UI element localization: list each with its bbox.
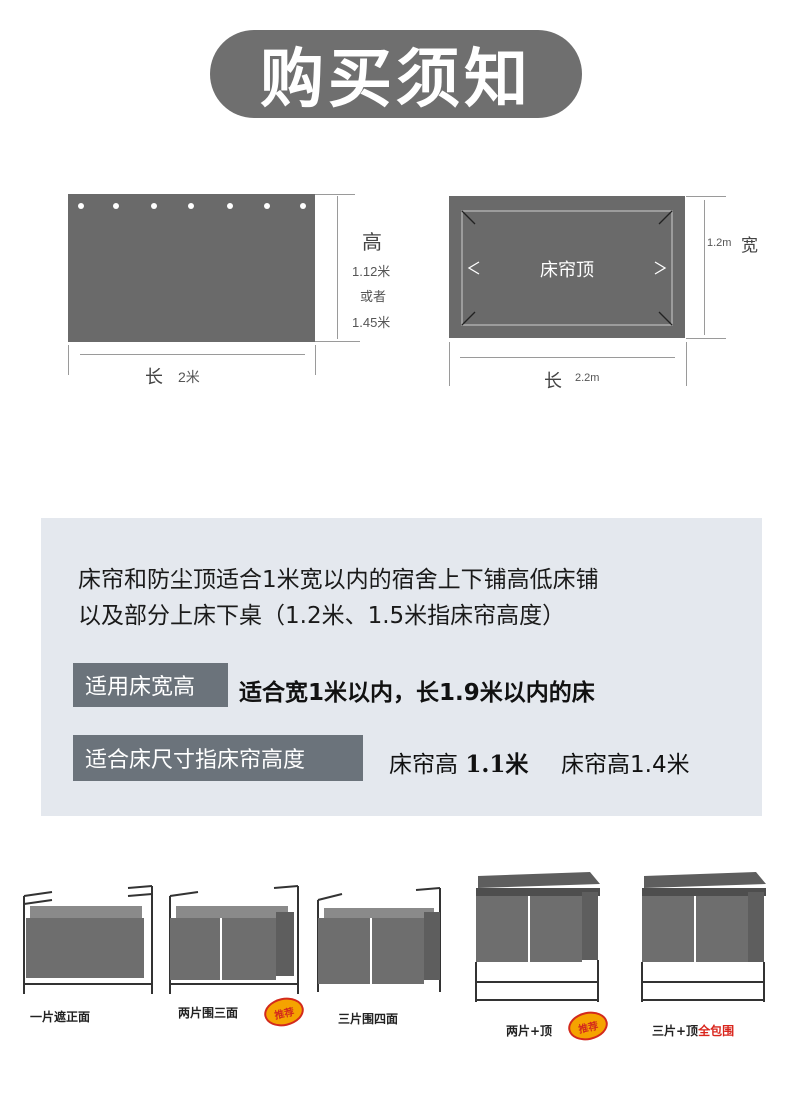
- grommet-icon: [113, 203, 119, 209]
- curtain-height-a: 床帘高 1.1米: [389, 745, 528, 779]
- curtain-height-a-num: 1.1米: [465, 751, 529, 778]
- recommend-badge-icon: 推荐: [565, 1008, 611, 1044]
- grommet-icon: [151, 203, 157, 209]
- dimension-line: [704, 200, 705, 335]
- tag-curtain-height: 适合床尺寸指床帘高度: [73, 735, 363, 781]
- dimension-line: [68, 345, 69, 375]
- width-label: 宽: [741, 236, 758, 256]
- canopy-markings: [461, 210, 673, 326]
- info-line-1: 床帘和防尘顶适合1米宽以内的宿舍上下铺高低床铺: [78, 567, 599, 593]
- dimension-line: [449, 342, 450, 386]
- canopy-label: 床帘顶: [540, 260, 594, 281]
- curtain-height-b: 床帘高1.4米: [561, 752, 690, 778]
- dimension-line: [686, 338, 726, 339]
- tag-bed-size: 适用床宽高: [73, 663, 228, 707]
- bed-one-panel-illustration: [23, 885, 153, 994]
- bed-label-3: 三片围四面: [338, 1012, 399, 1026]
- bed-label-1: 一片遮正面: [30, 1010, 91, 1024]
- recommend-badge-icon: 推荐: [261, 994, 307, 1030]
- height-label: 高: [362, 230, 382, 254]
- dimension-line: [315, 345, 316, 375]
- bed-label-2: 两片围三面: [178, 1006, 239, 1020]
- curtain-height-a-prefix: 床帘高: [389, 752, 466, 778]
- info-line-2: 以及部分上床下桌（1.2米、1.5米指床帘高度）: [78, 603, 566, 629]
- bed-two-panel-top-illustration: [475, 872, 600, 1002]
- bed-label-5-highlight: 全包围: [698, 1024, 735, 1038]
- grommet-icon: [300, 203, 306, 209]
- dimension-line: [80, 354, 305, 355]
- grommet-icon: [78, 203, 84, 209]
- title-pill: 购买须知: [210, 30, 582, 118]
- dimension-line: [460, 357, 675, 358]
- height-or: 或者: [360, 289, 387, 304]
- curtain-panel-diagram: [68, 194, 315, 342]
- dimension-line: [337, 196, 338, 339]
- grommet-icon: [264, 203, 270, 209]
- tag-bed-size-value: 适合宽1米以内，长1.9米以内的床: [239, 680, 595, 706]
- bed-label-4: 两片+顶: [506, 1024, 553, 1038]
- dimension-line: [315, 194, 355, 195]
- length-label: 长: [544, 371, 562, 392]
- bed-three-panel-top-illustration: [641, 872, 766, 1002]
- length-value: 2米: [178, 369, 200, 385]
- bed-three-panel-illustration: [317, 887, 441, 992]
- height-value-1: 1.12米: [352, 264, 391, 279]
- grommet-icon: [188, 203, 194, 209]
- dimension-line: [315, 341, 360, 342]
- grommet-icon: [227, 203, 233, 209]
- bed-label-5-prefix: 三片+顶: [652, 1024, 699, 1038]
- info-panel: 床帘和防尘顶适合1米宽以内的宿舍上下铺高低床铺 以及部分上床下桌（1.2米、1.…: [41, 518, 762, 816]
- length-label: 长: [145, 367, 163, 388]
- length-value: 2.2m: [575, 372, 600, 384]
- bed-label-5: 三片+顶全包围: [652, 1022, 734, 1039]
- canopy-top-diagram: 床帘顶: [449, 196, 685, 338]
- page-title: 购买须知: [260, 43, 532, 117]
- bed-two-panel-illustration: [169, 885, 299, 994]
- height-value-2: 1.45米: [352, 315, 391, 330]
- dimension-line: [686, 196, 726, 197]
- dimension-line: [686, 342, 687, 386]
- width-value: 1.2m: [707, 237, 732, 249]
